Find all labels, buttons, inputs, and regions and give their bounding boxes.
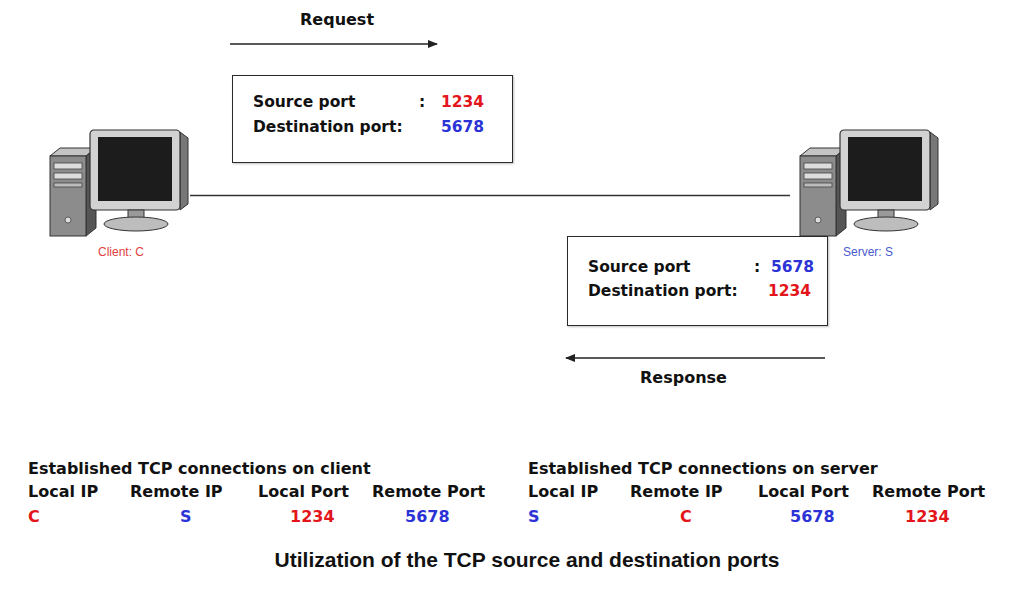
port-number: 5678 bbox=[441, 120, 484, 136]
port-number: 5678 bbox=[771, 260, 814, 276]
column-header: Remote Port bbox=[872, 484, 985, 500]
table-cell: 5678 bbox=[405, 509, 450, 525]
figure-caption: Utilization of the TCP source and destin… bbox=[0, 549, 1024, 570]
client-host: Client: C bbox=[40, 128, 190, 263]
port-box: Source port:5678Destination port: 1234 bbox=[567, 236, 828, 326]
table-cell: 1234 bbox=[290, 509, 335, 525]
port-number: 1234 bbox=[768, 284, 811, 300]
column-header: Local Port bbox=[758, 484, 849, 500]
table-cell: S bbox=[528, 509, 540, 525]
port-field-label: Destination port: bbox=[588, 284, 738, 300]
separator: : bbox=[419, 95, 425, 111]
table-cell: C bbox=[28, 509, 40, 525]
column-header: Local Port bbox=[258, 484, 349, 500]
response-arrow bbox=[566, 357, 825, 359]
port-number: 1234 bbox=[441, 95, 484, 111]
computer-illustration bbox=[50, 130, 188, 236]
computer-illustration bbox=[800, 130, 938, 236]
column-header: Remote IP bbox=[130, 484, 223, 500]
port-field-label: Source port bbox=[588, 260, 690, 276]
column-header: Local IP bbox=[528, 484, 598, 500]
request-arrow bbox=[230, 43, 437, 45]
table-cell: S bbox=[180, 509, 192, 525]
port-field-label: Destination port: bbox=[253, 120, 403, 136]
table-cell: 5678 bbox=[790, 509, 835, 525]
table-title: Established TCP connections on server bbox=[528, 461, 878, 477]
port-field-label: Source port bbox=[253, 95, 355, 111]
table-cell: 1234 bbox=[905, 509, 950, 525]
port-box: Source port:1234Destination port: 5678 bbox=[232, 75, 513, 163]
separator: : bbox=[754, 260, 760, 276]
host-label: Client: C bbox=[98, 246, 144, 258]
arrow-label: Request bbox=[300, 12, 374, 28]
host-label: Server: S bbox=[843, 246, 893, 258]
table-title: Established TCP connections on client bbox=[28, 461, 371, 477]
arrow-label: Response bbox=[640, 370, 727, 386]
network-link bbox=[190, 195, 790, 197]
table-cell: C bbox=[680, 509, 692, 525]
column-header: Remote Port bbox=[372, 484, 485, 500]
column-header: Local IP bbox=[28, 484, 98, 500]
column-header: Remote IP bbox=[630, 484, 723, 500]
